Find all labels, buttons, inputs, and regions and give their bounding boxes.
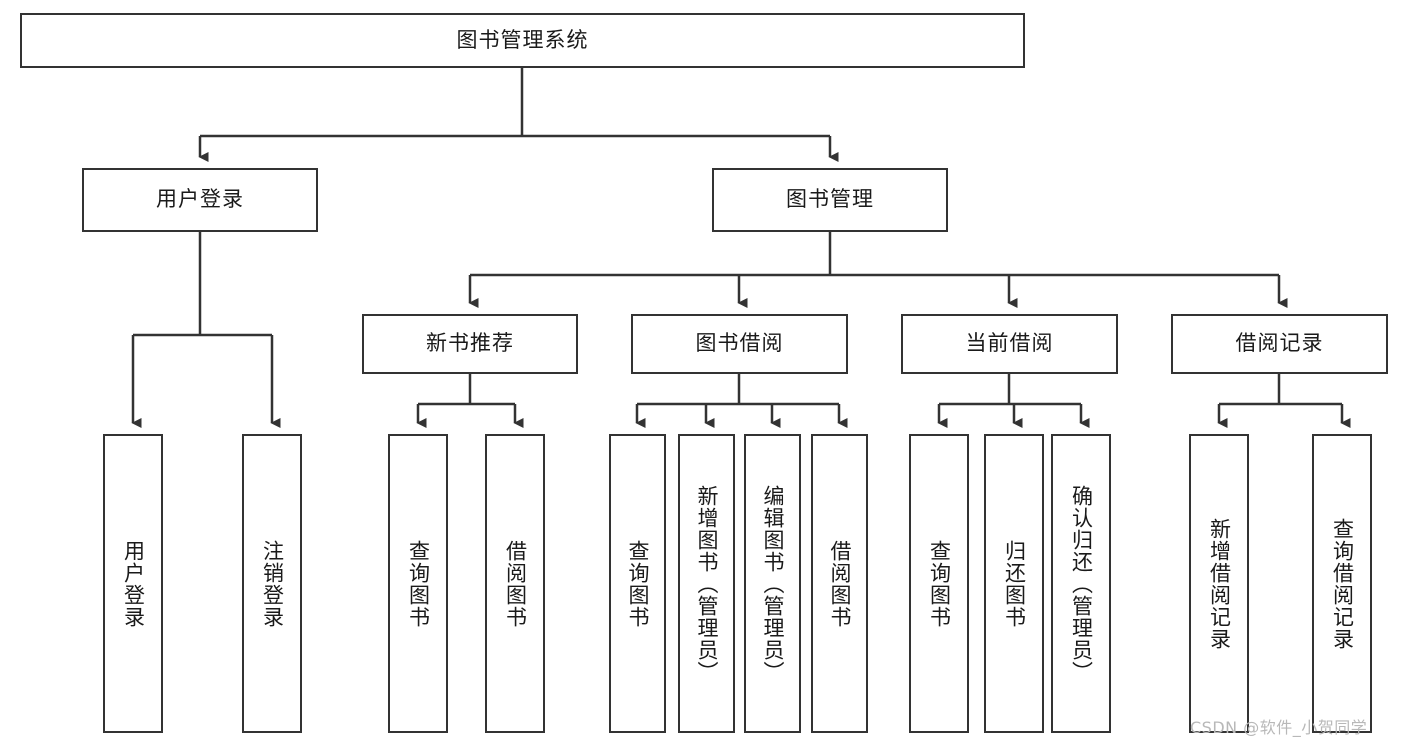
leaf-borrow-book[interactable]: 借阅图书 xyxy=(811,434,868,733)
node-label: 新增借阅记录 xyxy=(1207,517,1232,650)
node-root[interactable]: 图书管理系统 xyxy=(20,13,1025,68)
node-user-login[interactable]: 用户登录 xyxy=(82,168,318,232)
node-label: 借阅图书 xyxy=(503,539,528,628)
node-new-book-rec[interactable]: 新书推荐 xyxy=(362,314,578,374)
node-label: 借阅记录 xyxy=(1235,331,1324,356)
leaf-edit-book-admin[interactable]: 编辑图书（管理员） xyxy=(744,434,801,733)
node-current-borrow[interactable]: 当前借阅 xyxy=(901,314,1118,374)
node-label: 新书推荐 xyxy=(426,331,514,356)
node-label: 编辑图书（管理员） xyxy=(760,484,785,683)
leaf-confirm-return-admin[interactable]: 确认归还（管理员） xyxy=(1051,434,1111,733)
node-label: 当前借阅 xyxy=(965,331,1054,356)
leaf-query-book-borrow[interactable]: 查询图书 xyxy=(609,434,666,733)
leaf-return-book[interactable]: 归还图书 xyxy=(984,434,1044,733)
node-label: 确认归还（管理员） xyxy=(1069,484,1094,683)
node-label: 借阅图书 xyxy=(827,539,852,628)
leaf-query-book-current[interactable]: 查询图书 xyxy=(909,434,969,733)
leaf-query-borrow-record[interactable]: 查询借阅记录 xyxy=(1312,434,1372,733)
leaf-query-book-rec[interactable]: 查询图书 xyxy=(388,434,448,733)
node-book-borrow[interactable]: 图书借阅 xyxy=(631,314,848,374)
node-borrow-record[interactable]: 借阅记录 xyxy=(1171,314,1388,374)
node-label: 注销登录 xyxy=(260,539,285,628)
watermark: CSDN @软件_小贺同学 xyxy=(1190,718,1368,737)
leaf-user-login[interactable]: 用户登录 xyxy=(103,434,163,733)
leaf-add-book-admin[interactable]: 新增图书（管理员） xyxy=(678,434,735,733)
leaf-add-borrow-record[interactable]: 新增借阅记录 xyxy=(1189,434,1249,733)
node-label: 用户登录 xyxy=(156,187,244,212)
node-label: 归还图书 xyxy=(1002,539,1027,628)
node-label: 查询图书 xyxy=(927,539,952,628)
leaf-logout[interactable]: 注销登录 xyxy=(242,434,302,733)
node-label: 图书管理 xyxy=(786,187,874,212)
node-label: 图书管理系统 xyxy=(456,27,589,52)
node-label: 图书借阅 xyxy=(695,331,784,356)
node-label: 查询借阅记录 xyxy=(1330,517,1355,650)
leaf-borrow-book-rec[interactable]: 借阅图书 xyxy=(485,434,545,733)
node-book-manage[interactable]: 图书管理 xyxy=(712,168,948,232)
node-label: 查询图书 xyxy=(406,539,431,628)
node-label: 新增图书（管理员） xyxy=(694,484,719,683)
node-label: 查询图书 xyxy=(625,539,650,628)
node-label: 用户登录 xyxy=(121,539,146,628)
